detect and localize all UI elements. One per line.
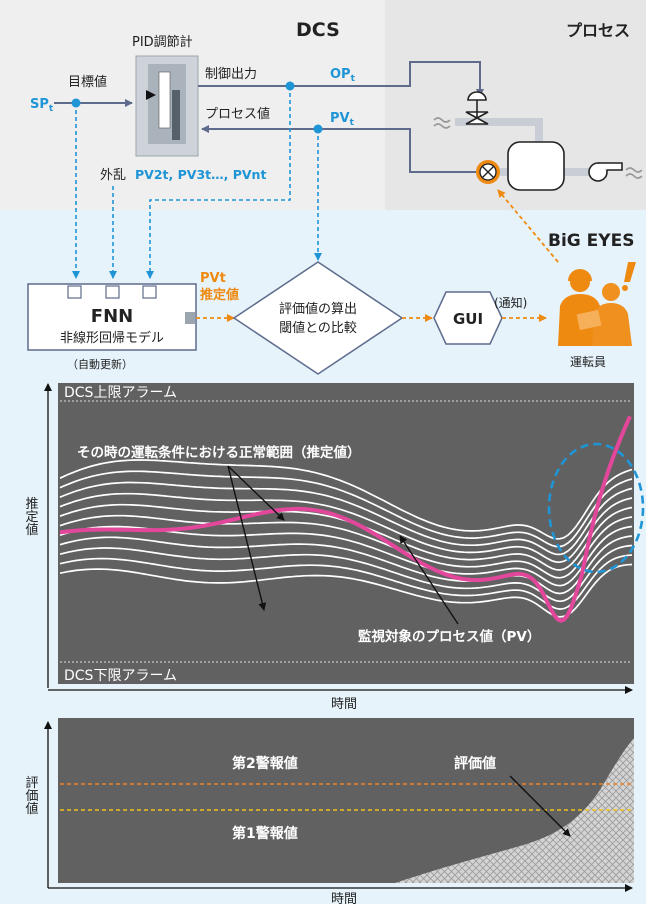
fnn-port-3 <box>142 285 157 299</box>
sp-label: SPt <box>30 97 54 114</box>
chart2-y-axis-label: 評価値 <box>23 776 39 815</box>
fnn-output-port <box>185 312 195 324</box>
gui-label: GUI <box>453 310 483 328</box>
eval-line2: 閾値との比較 <box>279 320 357 336</box>
operator-body-2 <box>592 303 632 346</box>
normal-range-curve <box>59 470 633 548</box>
lower-alarm-label-bg <box>60 664 220 682</box>
normal-range-curve <box>59 459 633 540</box>
pump-outlet <box>598 162 623 171</box>
pid-bar-dark <box>172 90 180 140</box>
normal-range-curve <box>59 514 633 579</box>
chart1-x-axis-label: 時間 <box>331 697 357 712</box>
fnn-note: （自動更新） <box>67 357 133 371</box>
op-feed-line <box>146 86 291 279</box>
gui-hexagon <box>433 291 503 345</box>
normal-range-pointer-1 <box>227 465 285 521</box>
operator-head-2 <box>602 283 620 301</box>
eval-diamond <box>232 261 404 375</box>
warning2-label: 第2警報値 <box>232 755 298 772</box>
wave-icon-right <box>625 167 643 179</box>
tank <box>507 141 565 191</box>
fnn-title: FNN <box>91 306 133 327</box>
anomaly-highlight-circle <box>547 442 645 574</box>
upper-alarm-label-bg <box>60 383 220 400</box>
output-label: 制御出力 <box>205 67 257 82</box>
pid-bar-white <box>158 71 171 129</box>
valve-actuator-icon <box>467 91 487 101</box>
lower-alarm-label: DCS下限アラーム <box>64 668 177 684</box>
operator-helmet-1 <box>568 269 592 281</box>
disturbance-vars: PV2t, PV3t…, PVnt <box>135 167 266 182</box>
normal-range-curve <box>59 481 633 556</box>
disturbance-label: 外乱 <box>100 168 126 183</box>
dcs-title: DCS <box>296 19 340 41</box>
pv-label: PVt <box>330 111 355 128</box>
normal-range-pointer-2 <box>227 465 267 611</box>
eval-value-label: 評価値 <box>454 755 496 772</box>
chart1-y-axis-label: 推定値 <box>23 497 39 536</box>
pv-line <box>201 125 476 173</box>
alert-dot <box>622 285 628 291</box>
chart1-area <box>58 383 634 684</box>
pv-line-pointer <box>399 535 459 625</box>
operator-to-sensor-line <box>497 189 559 263</box>
operator-label: 運転員 <box>570 355 606 369</box>
process-title: プロセス <box>566 21 630 40</box>
normal-range-curve <box>59 563 633 618</box>
normal-range-curve <box>59 554 633 610</box>
pipe-segment <box>455 118 535 126</box>
wave-icon-left <box>433 117 451 129</box>
target-label: 目標値 <box>68 74 107 90</box>
sensor-cross <box>481 165 495 179</box>
op-label: OPt <box>330 67 356 84</box>
pv-est-line2: 推定値 <box>200 287 239 303</box>
bigeyes-title: BiG EYES <box>548 231 634 251</box>
pid-pointer-icon <box>146 90 156 100</box>
notify-label: (通知) <box>494 296 527 310</box>
warning1-label: 第1警報値 <box>232 825 298 842</box>
chart2-x-axis-label: 時間 <box>331 892 357 904</box>
upper-alarm-label: DCS上限アラーム <box>64 385 177 401</box>
alert-exclamation-icon <box>624 262 636 282</box>
normal-range-curve <box>59 544 633 603</box>
operator-clipboard-icon <box>576 309 602 331</box>
normal-range-label: その時の運転条件における正常範囲（推定値） <box>77 444 361 461</box>
pv-value-label: プロセス値 <box>205 106 270 122</box>
normal-range-curve <box>59 492 633 564</box>
fnn-port-2 <box>105 285 120 299</box>
eval-line1: 評価値の算出 <box>279 301 357 317</box>
fnn-subtitle: 非線形回帰モデル <box>60 330 164 346</box>
eval-value-area <box>395 738 634 883</box>
op-line <box>198 61 484 97</box>
eval-value-pointer <box>509 775 571 837</box>
fnn-port-1 <box>67 285 82 299</box>
pv-line-label: 監視対象のプロセス値（PV） <box>358 628 540 645</box>
pv-trend-line <box>59 415 632 623</box>
pv-est-line1: PVt <box>200 271 226 286</box>
pid-label: PID調節計 <box>132 34 193 50</box>
pipe-down <box>535 118 543 144</box>
